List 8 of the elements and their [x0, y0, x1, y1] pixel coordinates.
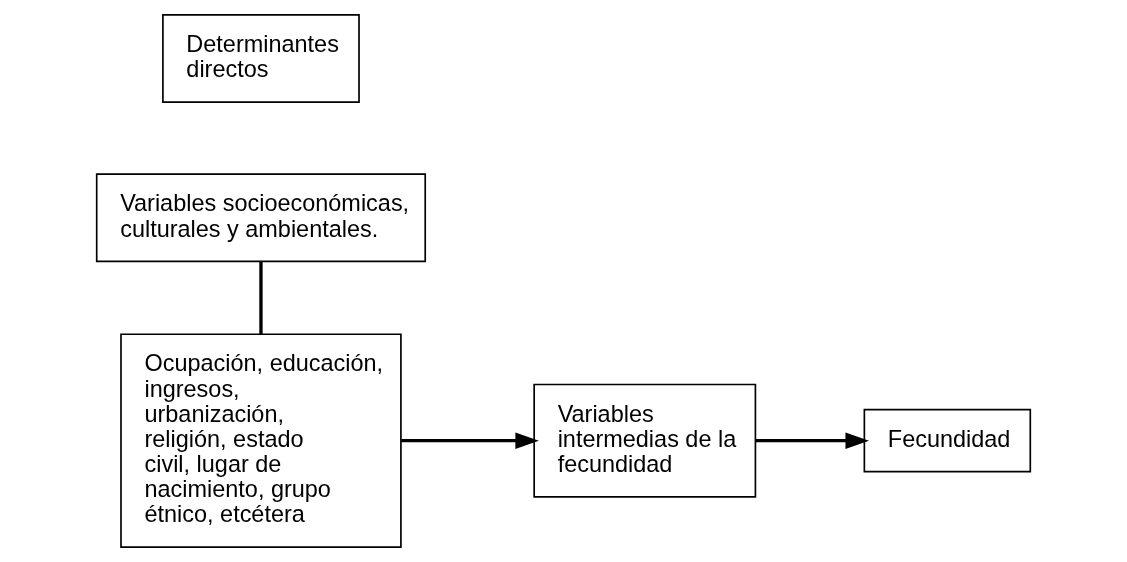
arrow: [755, 432, 869, 449]
node-box: Fecundidad: [863, 408, 1032, 473]
connector: [259, 261, 263, 334]
node-box: Variables socioeconómicas, culturales y ambientales.: [95, 173, 427, 263]
node-box: Determinantes directos: [162, 14, 360, 103]
node-box: Variables intermedias de la fecundidad: [533, 383, 757, 498]
arrow: [401, 432, 539, 449]
node-box: Ocupación, educación, ingresos, urbanización, religión, estado civil, lugar de nacimiento, grupo étnico, etcétera: [120, 333, 402, 548]
